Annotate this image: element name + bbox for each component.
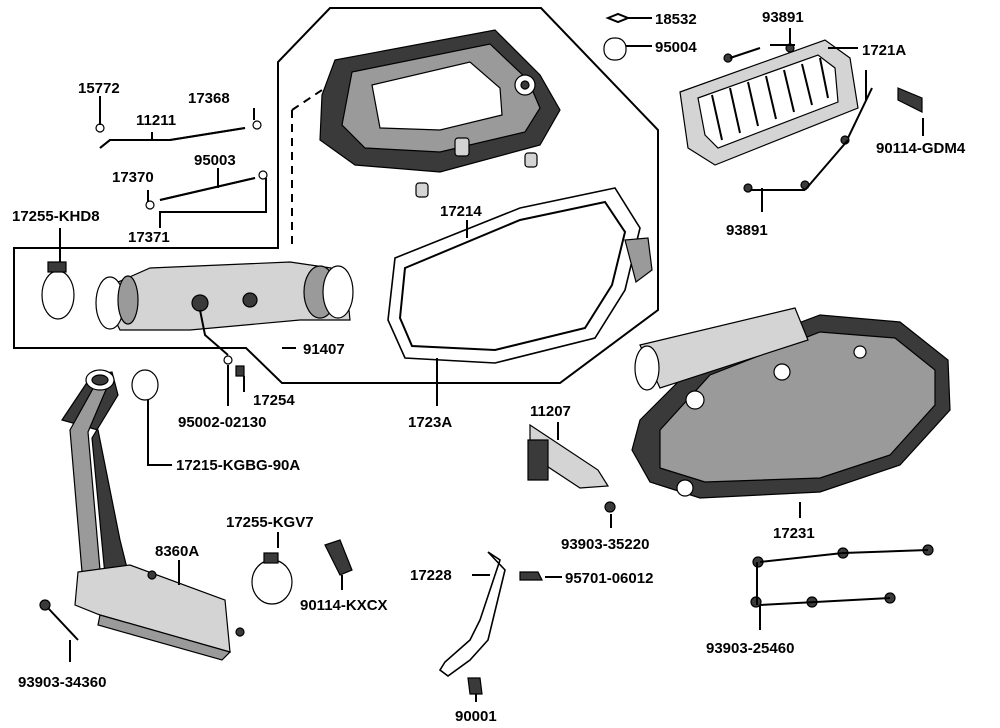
clamp-khd8 [41,270,75,320]
label-17215-KGBG-90A: 17215-KGBG-90A [176,457,300,474]
lower-case [631,307,951,499]
label-1721A: 1721A [862,42,906,59]
fitting-95002 [223,355,233,365]
bolt-95701-06012 [519,571,543,581]
bracket-11207-tab [527,439,549,481]
label-90114-KXCX: 90114-KXCX [300,597,388,614]
upper-case [319,29,561,198]
gasket [387,187,641,364]
label-17370: 17370 [112,169,154,186]
part-95004 [603,37,627,61]
label-91407: 91407 [303,341,345,358]
label-90114-GDM4: 90114-GDM4 [876,140,966,157]
label-11211: 11211 [136,112,176,129]
label-93891-top: 93891 [762,9,804,26]
clamp-kgv7 [251,559,293,605]
label-95003: 95003 [194,152,236,169]
pipe-95003-inner [159,177,256,201]
label-95004: 95004 [655,39,697,56]
label-93891-bottom: 93891 [726,222,768,239]
label-1723A: 1723A [408,414,452,431]
screw-93903-34360 [39,599,51,611]
bolt-shaft [847,70,873,139]
label-95701-06012: 95701-06012 [565,570,653,587]
clamp-kgv7-screw [263,552,279,564]
stay-17228 [438,551,506,677]
part-18532 [605,12,631,24]
part-labels: 18532 93891 95004 1721A 15772 17368 1121… [12,9,966,725]
label-11207: 11207 [530,403,571,420]
filter-element [679,39,859,166]
label-17255-KHD8: 17255-KHD8 [12,208,100,225]
intake-duct [95,261,354,331]
label-17255-KGV7: 17255-KGV7 [226,514,314,531]
label-17231: 17231 [773,525,815,542]
label-17371: 17371 [128,229,170,246]
leader-lines [59,17,929,702]
label-17368: 17368 [188,90,230,107]
label-93903-35220: 93903-35220 [561,536,649,553]
intake-chamber [61,369,245,661]
group-frame [13,7,659,384]
label-18532: 18532 [655,11,697,28]
clip-15772 [95,123,105,133]
label-93903-34360: 93903-34360 [18,674,106,691]
label-8360A: 8360A [155,543,199,560]
label-15772: 15772 [78,80,120,97]
clamp-17215 [131,369,159,401]
screw-93903-35220 [604,501,616,513]
label-17228: 17228 [410,567,452,584]
clamp-khd8-screw [47,261,67,273]
hose-11211-inner [99,127,246,149]
label-95002-02130: 95002-02130 [178,414,266,431]
screw-93903-34360-shaft [47,607,79,641]
label-93903-25460: 93903-25460 [706,640,794,657]
clip-17368 [252,120,262,130]
label-17254: 17254 [253,392,295,409]
fitting-17254 [235,365,245,377]
clip-17370 [145,200,155,210]
bolt-90114-kxcx [324,539,353,576]
label-90001: 90001 [455,708,497,725]
clip-17371 [258,170,268,180]
dash-line-2 [291,87,326,111]
label-17214: 17214 [440,203,482,220]
bolt-90114-gdm4 [897,87,923,113]
bolt-90001 [467,677,483,695]
